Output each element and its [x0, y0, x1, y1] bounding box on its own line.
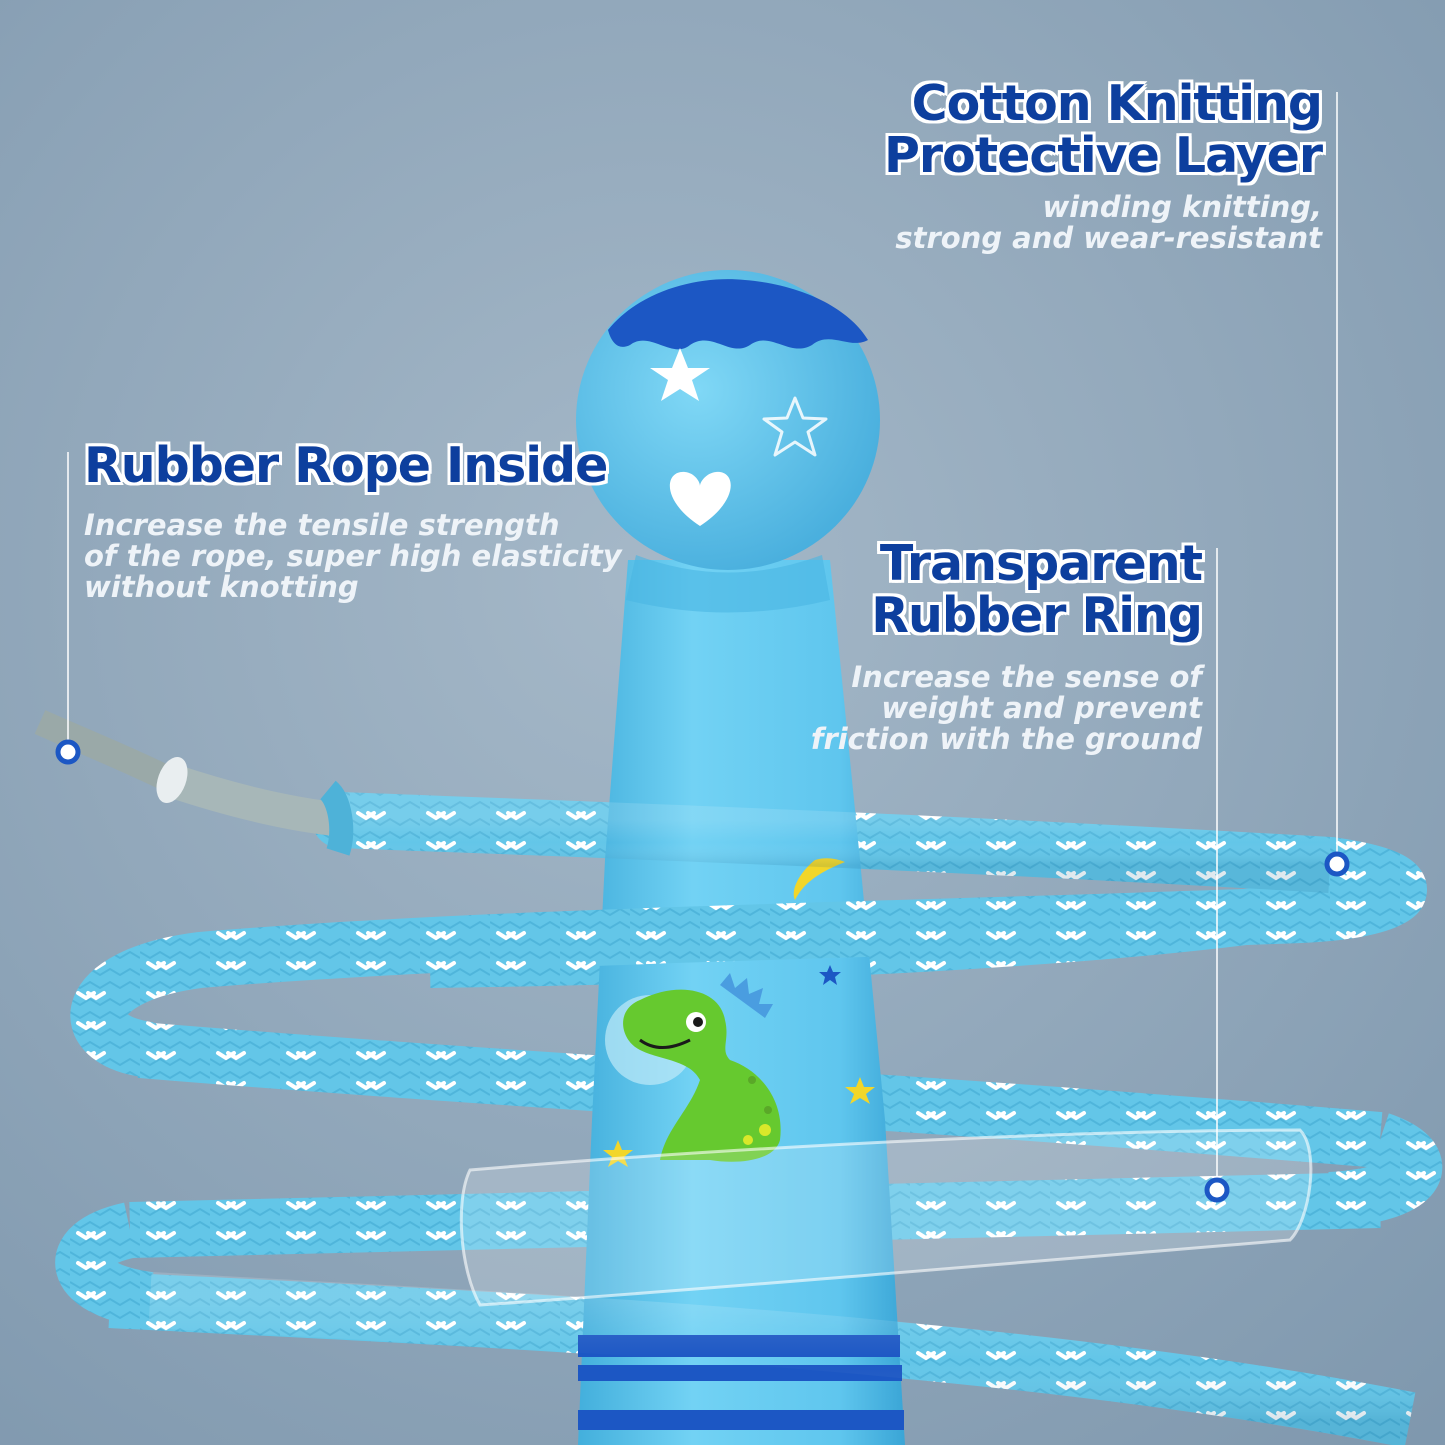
heart-icon	[669, 471, 731, 526]
callout-title-line: Protective Layer	[883, 126, 1323, 184]
callout-desc-line: winding knitting,	[1042, 189, 1322, 224]
callout-desc-line: without knotting	[84, 569, 359, 604]
callout-desc-line: Increase the sense of	[851, 659, 1202, 694]
rope-end	[34, 710, 354, 856]
transparent-rubber-ring	[459, 1128, 1313, 1307]
rope-coils-front	[55, 792, 1443, 1445]
marker-dot-rubber-rope	[55, 739, 81, 765]
callout-rubber-rope-title: Rubber Rope Inside	[84, 437, 608, 494]
callout-cotton-layer-title: Cotton Knitting Protective Layer	[883, 75, 1323, 184]
callout-desc-line: friction with the ground	[810, 721, 1202, 756]
moon-icon	[793, 858, 845, 900]
callout-title-line: Transparent	[879, 535, 1203, 592]
callout-desc-line: weight and prevent	[881, 690, 1202, 725]
callout-rubber-ring-title: Transparent Rubber Ring	[811, 535, 1203, 644]
marker-dot-cotton-layer	[1324, 851, 1350, 877]
callout-rubber-ring: Transparent Rubber Ring Increase the sen…	[810, 535, 1203, 756]
star-icon	[650, 348, 710, 401]
star-outline-icon	[762, 396, 828, 457]
callout-desc-line: of the rope, super high elasticity	[84, 538, 622, 573]
callout-rubber-rope: Rubber Rope Inside Increase the tensile …	[84, 440, 622, 603]
callout-rubber-ring-desc: Increase the sense of weight and prevent…	[810, 659, 1202, 756]
leader-lines	[55, 92, 1350, 1203]
callout-title-line: Cotton Knitting	[911, 75, 1323, 132]
jump-rope-handle	[576, 270, 905, 1445]
dinosaur-icon	[603, 965, 875, 1167]
callout-desc-line: strong and wear-resistant	[895, 220, 1322, 255]
callout-cotton-layer: Cotton Knitting Protective Layer winding…	[883, 75, 1323, 255]
callout-cotton-layer-desc: winding knitting, strong and wear-resist…	[884, 189, 1322, 255]
marker-dot-rubber-ring	[1204, 1177, 1230, 1203]
callout-desc-line: Increase the tensile strength	[84, 507, 560, 542]
callout-title-line: Rubber Ring	[871, 586, 1203, 644]
callout-rubber-rope-desc: Increase the tensile strength of the rop…	[84, 507, 622, 604]
